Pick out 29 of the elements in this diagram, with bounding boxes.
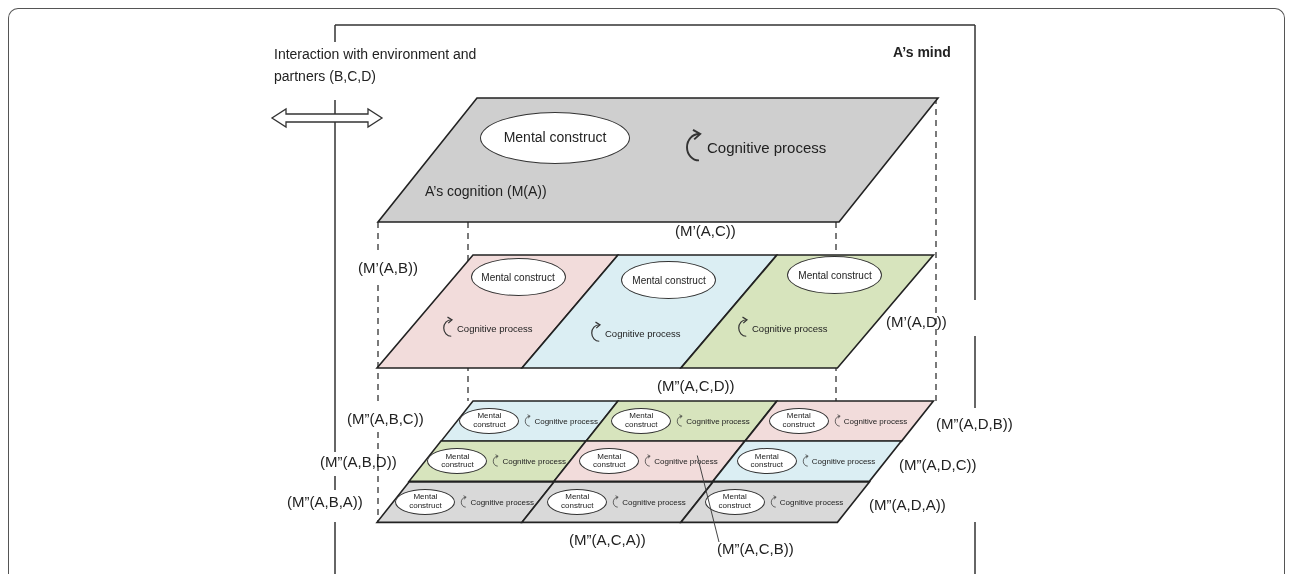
layer-label: (M”(A,D,C)) [898, 456, 978, 474]
process-label: Cognitive process [502, 457, 567, 467]
process-label: Cognitive process [811, 457, 876, 467]
layer-label: (M”(A,C,B)) [715, 540, 796, 558]
layer-label: (M’(A,C)) [674, 222, 737, 240]
layer-label: (M”(A,C,D)) [656, 377, 736, 395]
layer-label: (M”(A,D,A)) [868, 496, 947, 514]
process-label: Cognitive process [654, 457, 718, 467]
layer-label: (M”(A,B,D)) [319, 453, 398, 471]
layer-label: (M”(A,B,A)) [286, 493, 364, 511]
process-label: Cognitive process [843, 416, 908, 426]
layer-label: (M”(A,D,B)) [935, 415, 1014, 433]
process-label: Cognitive process [686, 416, 750, 426]
layer-label: (M”(A,B,C)) [346, 410, 425, 428]
note-text: Interaction with environment and partners (B,C,D) [273, 45, 478, 86]
frame-title: A’s mind [893, 44, 951, 60]
process-label: Cognitive process [779, 497, 844, 507]
plane-label: A’s cognition (M(A)) [425, 183, 547, 199]
process-label: Cognitive process [707, 138, 827, 156]
layer-label: (M’(A,D)) [885, 313, 948, 331]
layer-label: (M”(A,C,A)) [568, 531, 647, 549]
process-label: Cognitive process [534, 416, 599, 426]
process-label: Cognitive process [622, 497, 686, 507]
leader-line [696, 455, 720, 543]
process-label: Cognitive process [605, 327, 681, 339]
layer-label: (M’(A,B)) [357, 259, 419, 277]
process-label: Cognitive process [470, 497, 535, 507]
process-label: Cognitive process [457, 322, 533, 334]
process-label: Cognitive process [752, 322, 828, 334]
